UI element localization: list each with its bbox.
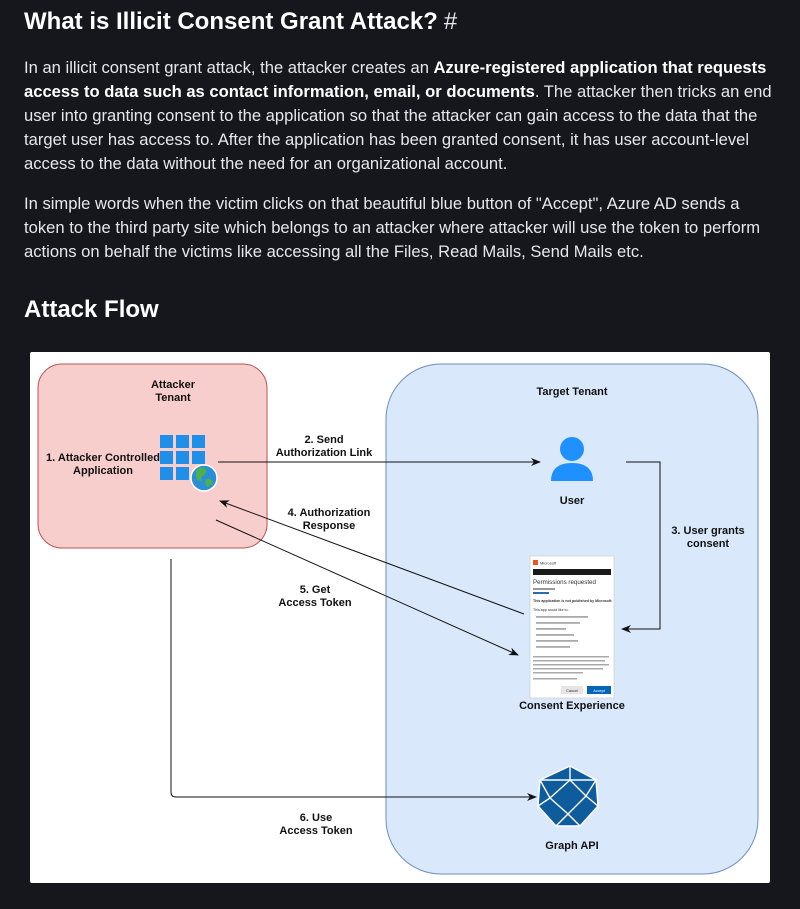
simple-words-paragraph: In simple words when the victim clicks o… — [24, 194, 761, 261]
user-icon — [551, 437, 593, 481]
consent-card: Microsoft Permissions requested This app… — [529, 555, 615, 699]
target-tenant-label: Target Tenant — [536, 386, 607, 398]
attack-flow-heading: Attack Flow — [24, 296, 159, 323]
attacker-app-icon — [160, 435, 218, 492]
step6-arrow — [170, 559, 537, 801]
graph-api-icon — [537, 765, 599, 827]
intro-text-b: . The attacker then tricks an end user i… — [24, 82, 772, 173]
consent-experience-label: Consent Experience — [519, 700, 625, 712]
step5-label-2: Access Token — [278, 597, 351, 609]
attacker-tenant-box — [37, 363, 268, 549]
step6-label-2: Access Token — [279, 825, 352, 837]
step5-arrow — [215, 519, 519, 656]
step2-label-1: 2. Send — [304, 434, 343, 446]
user-label: User — [560, 495, 585, 507]
consent-card-title: Permissions requested — [533, 579, 596, 586]
consent-accept-button: Accept — [593, 689, 606, 693]
consent-card-would-like: This app would like to: — [533, 608, 569, 612]
step4-label-2: Response — [303, 520, 356, 532]
step5-label-1: 5. Get — [300, 584, 331, 596]
consent-cancel-button: Cancel — [566, 689, 578, 693]
intro-paragraph: In an illicit consent grant attack, the … — [24, 56, 776, 176]
consent-card-publisher-note: This application is not published by Mic… — [533, 599, 612, 603]
step4-arrow — [219, 500, 525, 615]
page-title: What is Illicit Consent Grant Attack?# — [24, 8, 457, 36]
heading-anchor-link[interactable]: # — [443, 8, 458, 35]
step3-arrow — [621, 461, 661, 633]
app-label-1: 1. Attacker Controlled — [46, 452, 160, 464]
attacker-tenant-label-2: Tenant — [155, 392, 191, 404]
consent-card-brand: Microsoft — [540, 561, 557, 566]
step4-label-1: 4. Authorization — [288, 507, 371, 519]
page-title-text: What is Illicit Consent Grant Attack? — [24, 8, 438, 35]
intro-text-a: In an illicit consent grant attack, the … — [24, 58, 434, 77]
step6-label-1: 6. Use — [300, 812, 332, 824]
app-label-2: Application — [73, 465, 133, 477]
graph-api-label: Graph API — [545, 840, 598, 852]
attacker-tenant-label-1: Attacker — [151, 379, 196, 391]
step2-label-2: Authorization Link — [276, 447, 373, 459]
intro-bold-text: Azure-registered application that reques… — [24, 58, 767, 101]
step3-label-1: 3. User grants — [671, 525, 744, 537]
step3-label-2: consent — [687, 538, 730, 550]
